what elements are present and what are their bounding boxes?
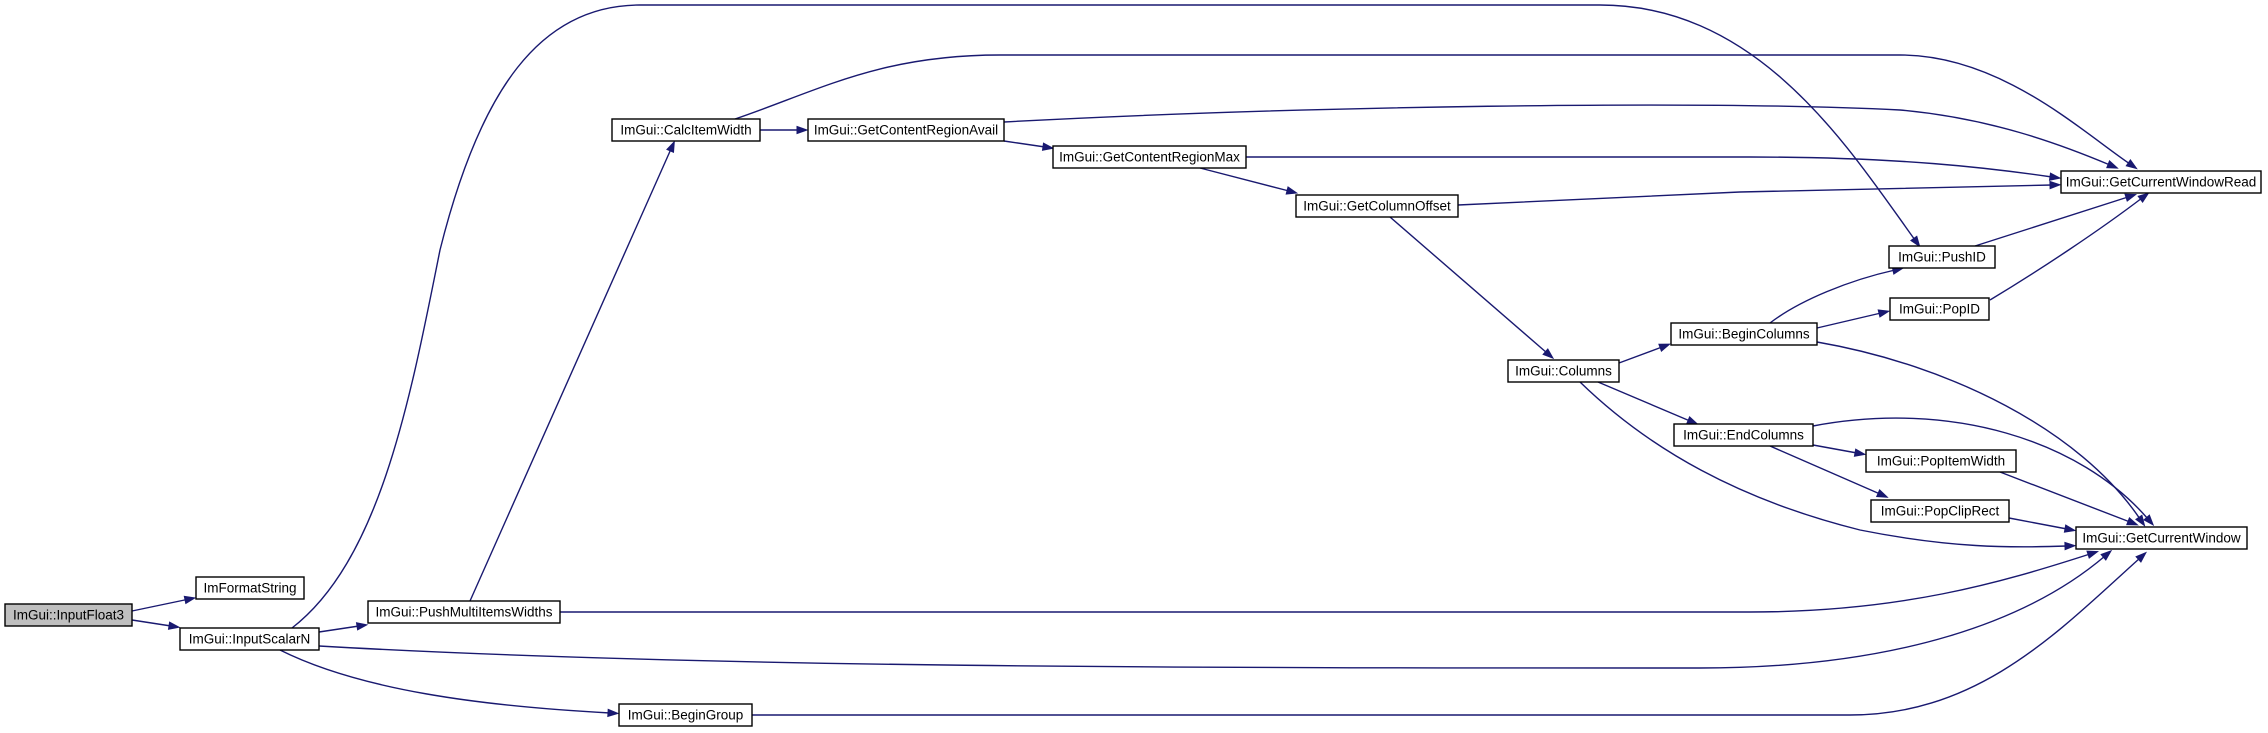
arrowhead <box>1542 348 1555 360</box>
node-inputfloat3[interactable]: ImGui::InputFloat3 <box>4 603 133 627</box>
svg-text:ImGui::GetColumnOffset: ImGui::GetColumnOffset <box>1303 199 1451 214</box>
arrowhead <box>2048 172 2062 181</box>
arrowhead <box>1041 142 1055 151</box>
node-calcitemwidth[interactable]: ImGui::CalcItemWidth <box>611 118 761 142</box>
arrowhead <box>2143 514 2155 527</box>
edge-pushid-to-getcurrentwindowread <box>1974 193 2138 247</box>
svg-text:ImGui::PopID: ImGui::PopID <box>1899 302 1980 317</box>
arrowhead <box>1910 235 1921 248</box>
arrowhead <box>2137 192 2150 203</box>
edge-endcolumns-to-popcliprect <box>1769 445 1889 498</box>
edge-calcitemwidth-to-getcurrentwindowread <box>734 54 2138 170</box>
node-popcliprect[interactable]: ImGui::PopClipRect <box>1870 499 2010 523</box>
arrowhead <box>1285 186 1299 195</box>
svg-text:ImGui::PopClipRect: ImGui::PopClipRect <box>1881 504 2000 519</box>
arrowhead <box>355 622 369 631</box>
arrowhead <box>2124 193 2138 202</box>
arrowhead <box>183 595 197 605</box>
edge-popitemwidth-to-getcurrentwindow <box>1999 471 2139 526</box>
svg-text:ImGui::GetContentRegionMax: ImGui::GetContentRegionMax <box>1059 150 1240 165</box>
arrowhead <box>1875 489 1889 498</box>
edge-columns-to-begincolumns <box>1618 343 1671 364</box>
svg-text:ImGui::Columns: ImGui::Columns <box>1515 364 1612 379</box>
arrowhead <box>167 621 181 630</box>
arrowhead <box>2106 160 2119 169</box>
edge-pushmultiitemswidths-to-getcurrentwindow <box>560 550 2100 613</box>
edge-inputscalarn-to-pushmultiitemswidths <box>318 622 369 633</box>
edge-getcolumnoffset-to-columns <box>1389 216 1555 360</box>
node-inputscalarn[interactable]: ImGui::InputScalarN <box>179 627 320 651</box>
edge-inputscalarn-to-pushid <box>291 4 1921 629</box>
node-pushid[interactable]: ImGui::PushID <box>1888 245 1996 269</box>
svg-text:ImGui::PopItemWidth: ImGui::PopItemWidth <box>1877 454 2005 469</box>
svg-text:ImGui::BeginGroup: ImGui::BeginGroup <box>628 708 744 723</box>
arrowhead <box>2063 524 2077 533</box>
node-endcolumns[interactable]: ImGui::EndColumns <box>1673 423 1814 447</box>
edge-endcolumns-to-popitemwidth <box>1812 444 1867 457</box>
arrowhead <box>796 125 809 135</box>
edges-layer <box>131 4 2155 718</box>
arrowhead <box>1877 309 1891 318</box>
edge-pushmultiitemswidths-to-calcitemwidth <box>469 140 675 602</box>
edge-popcliprect-to-getcurrentwindow <box>2008 517 2077 533</box>
node-getcontentregionavail[interactable]: ImGui::GetContentRegionAvail <box>807 118 1005 142</box>
node-getcolumnoffset[interactable]: ImGui::GetColumnOffset <box>1295 194 1459 218</box>
edge-getcontentregionavail-to-getcurrentwindowread <box>1003 104 2119 169</box>
node-popitemwidth[interactable]: ImGui::PopItemWidth <box>1865 449 2017 473</box>
arrowhead <box>2135 551 2147 563</box>
edge-inputfloat3-to-imformatstring <box>131 595 197 612</box>
arrowhead <box>2086 550 2100 559</box>
edge-calcitemwidth-to-getcontentregionavail <box>760 125 809 135</box>
node-popid[interactable]: ImGui::PopID <box>1889 297 1990 321</box>
arrowhead <box>2125 159 2138 170</box>
svg-text:ImGui::EndColumns: ImGui::EndColumns <box>1683 428 1804 443</box>
svg-text:ImGui::BeginColumns: ImGui::BeginColumns <box>1678 327 1810 342</box>
node-begingroup[interactable]: ImGui::BeginGroup <box>618 703 753 727</box>
edge-inputscalarn-to-begingroup <box>279 649 620 718</box>
svg-text:ImFormatString: ImFormatString <box>203 581 296 596</box>
edge-begingroup-to-getcurrentwindow <box>752 551 2147 716</box>
node-imformatstring[interactable]: ImFormatString <box>195 576 305 600</box>
node-begincolumns[interactable]: ImGui::BeginColumns <box>1670 322 1818 346</box>
arrowhead <box>2049 180 2062 190</box>
arrowhead <box>1853 448 1867 457</box>
edge-inputscalarn-to-getcurrentwindow <box>318 549 2113 669</box>
svg-text:ImGui::GetCurrentWindowRead: ImGui::GetCurrentWindowRead <box>2066 175 2257 190</box>
edge-endcolumns-to-getcurrentwindow <box>1812 417 2155 527</box>
node-pushmultiitemswidths[interactable]: ImGui::PushMultiItemsWidths <box>367 600 561 624</box>
edge-inputfloat3-to-inputscalarn <box>131 619 181 630</box>
arrowhead <box>1658 343 1671 352</box>
node-columns[interactable]: ImGui::Columns <box>1507 359 1620 383</box>
arrowhead <box>2100 549 2113 561</box>
svg-text:ImGui::InputFloat3: ImGui::InputFloat3 <box>13 608 124 623</box>
node-getcurrentwindowread[interactable]: ImGui::GetCurrentWindowRead <box>2060 170 2262 194</box>
arrowhead <box>2064 541 2077 551</box>
node-getcurrentwindow[interactable]: ImGui::GetCurrentWindow <box>2075 526 2248 550</box>
arrowhead <box>2126 517 2139 526</box>
edge-begincolumns-to-getcurrentwindow <box>1816 341 2146 527</box>
svg-text:ImGui::GetCurrentWindow: ImGui::GetCurrentWindow <box>2082 531 2241 546</box>
edge-getcontentregionmax-to-getcolumnoffset <box>1199 167 1299 195</box>
node-getcontentregionmax[interactable]: ImGui::GetContentRegionMax <box>1052 145 1247 169</box>
arrowhead <box>666 140 675 154</box>
svg-text:ImGui::PushID: ImGui::PushID <box>1898 250 1986 265</box>
svg-text:ImGui::InputScalarN: ImGui::InputScalarN <box>189 632 311 647</box>
edge-getcolumnoffset-to-getcurrentwindowread <box>1457 180 2062 206</box>
svg-text:ImGui::GetContentRegionAvail: ImGui::GetContentRegionAvail <box>814 123 998 138</box>
edge-begincolumns-to-popid <box>1816 309 1891 329</box>
nodes-layer: ImGui::InputFloat3 ImFormatString ImGui:… <box>4 118 2262 727</box>
edge-columns-to-endcolumns <box>1597 381 1699 425</box>
edge-popid-to-getcurrentwindowread <box>1989 192 2150 301</box>
svg-text:ImGui::CalcItemWidth: ImGui::CalcItemWidth <box>620 123 751 138</box>
svg-text:ImGui::PushMultiItemsWidths: ImGui::PushMultiItemsWidths <box>375 605 552 620</box>
arrowhead <box>607 708 620 718</box>
edge-getcontentregionmax-to-getcurrentwindowread <box>1246 156 2062 181</box>
arrowhead <box>1686 416 1699 425</box>
arrowhead <box>2135 514 2146 527</box>
edge-columns-to-getcurrentwindow <box>1579 381 2077 551</box>
edge-getcontentregionavail-to-getcontentregionmax <box>1003 140 1055 151</box>
